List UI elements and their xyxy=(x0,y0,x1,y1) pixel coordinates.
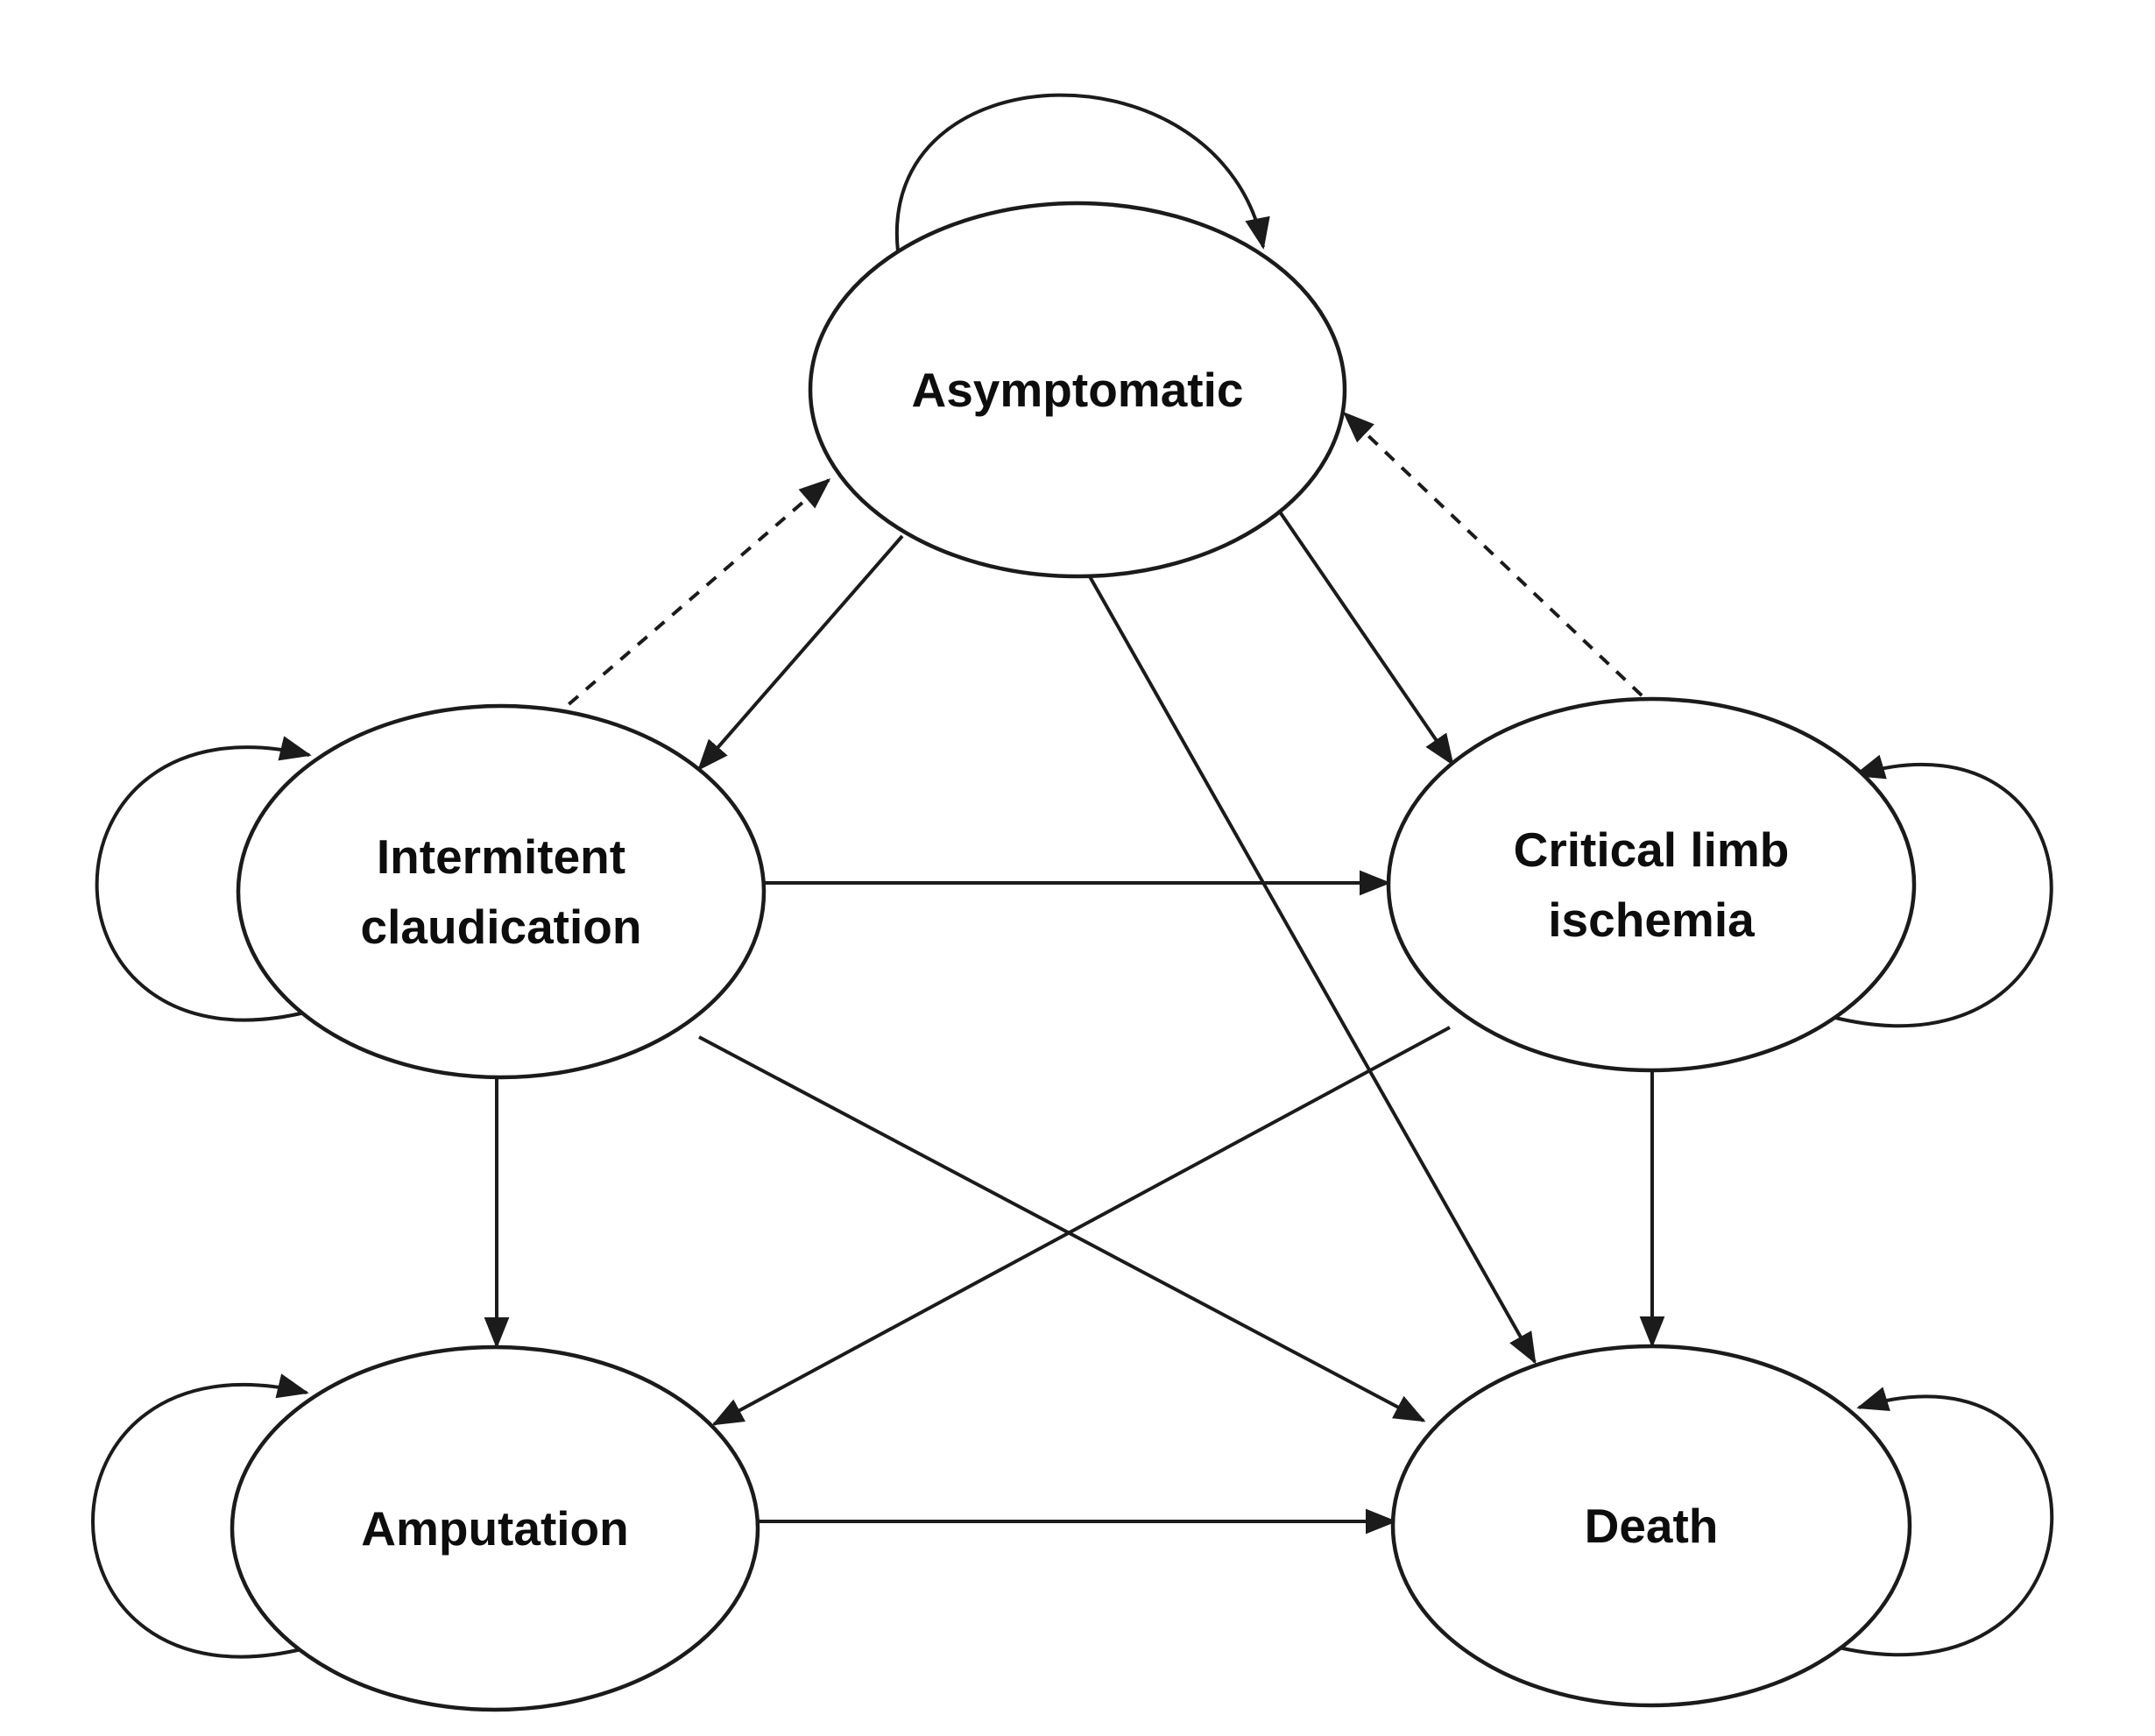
node-asymptomatic-ellipse xyxy=(808,201,1347,579)
node-death-label-line: Death xyxy=(1585,1499,1719,1553)
self-loop-amputation xyxy=(91,1373,309,1659)
edge-critical-limb-ischemia-to-asymptomatic-dashed xyxy=(1342,412,1660,713)
node-death: Death xyxy=(1390,1344,1912,1708)
node-asymptomatic-label-line: Asymptomatic xyxy=(912,363,1244,417)
node-amputation-label-line: Amputation xyxy=(361,1501,629,1556)
edge-asymptomatic-to-intermitent-claudication xyxy=(697,534,904,772)
node-asymptomatic-label: Asymptomatic xyxy=(912,363,1244,417)
node-intermitent-claudication-label-line: claudication xyxy=(361,900,642,954)
node-critical-limb-ischemia-label-line: ischemia xyxy=(1548,893,1755,947)
node-death-label: Death xyxy=(1585,1499,1719,1553)
node-death-ellipse xyxy=(1390,1344,1912,1708)
node-asymptomatic: Asymptomatic xyxy=(808,201,1347,579)
edge-critical-limb-ischemia-to-amputation xyxy=(711,1026,1451,1426)
edge-intermitent-claudication-to-death xyxy=(698,1035,1426,1422)
edge-asymptomatic-to-critical-limb-ischemia xyxy=(1277,509,1454,766)
edge-intermitent-claudication-to-asymptomatic-dashed xyxy=(533,478,831,736)
node-critical-limb-ischemia-label: Critical limb ischemia xyxy=(1514,822,1790,947)
edge-asymptomatic-to-death xyxy=(1085,571,1537,1365)
self-loop-asymptomatic xyxy=(894,93,1270,252)
self-loop-critical-limb-ischemia xyxy=(1834,754,2053,1028)
node-amputation-ellipse xyxy=(230,1344,760,1712)
node-amputation-label: Amputation xyxy=(361,1501,629,1556)
node-critical-limb-ischemia-label-line: Critical limb xyxy=(1514,822,1790,877)
self-loop-intermitent-claudication xyxy=(95,736,312,1022)
node-amputation: Amputation xyxy=(230,1344,760,1712)
node-intermitent-claudication-label: Intermitent claudication xyxy=(361,829,642,954)
node-intermitent-claudication-ellipse xyxy=(236,703,767,1080)
node-critical-limb-ischemia-ellipse xyxy=(1386,696,1917,1073)
node-critical-limb-ischemia: Critical limb ischemia xyxy=(1386,696,1917,1073)
node-intermitent-claudication-label-line: Intermitent xyxy=(377,829,625,884)
node-intermitent-claudication: Intermitent claudication xyxy=(236,703,767,1080)
self-loop-death xyxy=(1834,1387,2054,1657)
